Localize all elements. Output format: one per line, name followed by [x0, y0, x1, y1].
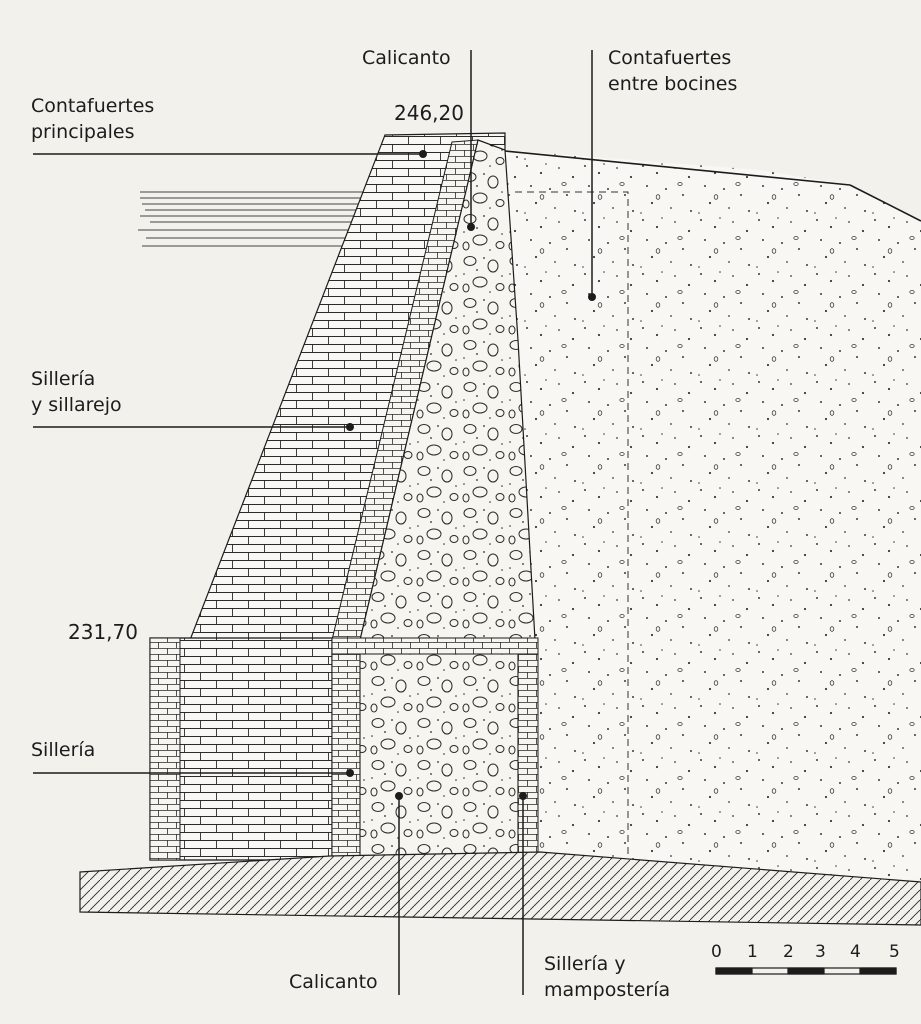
terrain-top-line-2 [849, 184, 921, 222]
label-contrafuertes-principales-1: Contafuertes [31, 95, 155, 117]
label-silleria-mamposteria-1: Sillería y [544, 953, 626, 975]
ground [79, 851, 921, 926]
dot-calicanto-top [467, 223, 475, 231]
lower-edge-band [149, 637, 181, 861]
dot-contrafuertes-bocines [588, 293, 596, 301]
terrain-top-line [504, 150, 851, 186]
step-band [331, 637, 539, 655]
elevation-top: 246,20 [394, 101, 464, 125]
water-surface [138, 191, 365, 247]
dot-calicanto-bottom [395, 792, 403, 800]
backfill-region [505, 150, 921, 880]
scale-tick-3: 3 [815, 942, 826, 962]
label-calicanto-bottom: Calicanto [289, 971, 378, 993]
scale-tick-1: 1 [747, 942, 758, 962]
scale-tick-4: 4 [850, 942, 861, 962]
scale-tick-5: 5 [889, 942, 900, 962]
scale-tick-2: 2 [783, 942, 794, 962]
lower-calicanto [359, 651, 519, 861]
label-silleria-mamposteria-2: mampostería [544, 979, 671, 1001]
label-silleria: Sillería [31, 739, 96, 761]
elevation-step: 231,70 [68, 620, 138, 644]
label-silleria-sillarejo-2: y sillarejo [31, 394, 122, 416]
label-silleria-sillarejo-1: Sillería [31, 368, 96, 390]
calicanto-core [359, 139, 536, 641]
leader-dots [346, 150, 596, 800]
lower-right-band [517, 651, 539, 861]
label-contrafuertes-principales-2: principales [31, 121, 135, 143]
label-contrafuertes-bocines-2: entre bocines [608, 73, 738, 95]
label-calicanto-top: Calicanto [362, 47, 451, 69]
lower-facing-band [331, 637, 361, 861]
scale-bar [715, 967, 897, 975]
dot-contrafuertes-principales [419, 150, 427, 158]
dot-silleria [346, 769, 354, 777]
dot-silleria-sillarejo [346, 423, 354, 431]
dot-silleria-mamposteria [519, 792, 527, 800]
leader-lines [33, 50, 593, 995]
dashed-outline [515, 191, 629, 860]
label-contrafuertes-bocines-1: Contafuertes [608, 47, 732, 69]
scale-tick-0: 0 [711, 942, 722, 962]
